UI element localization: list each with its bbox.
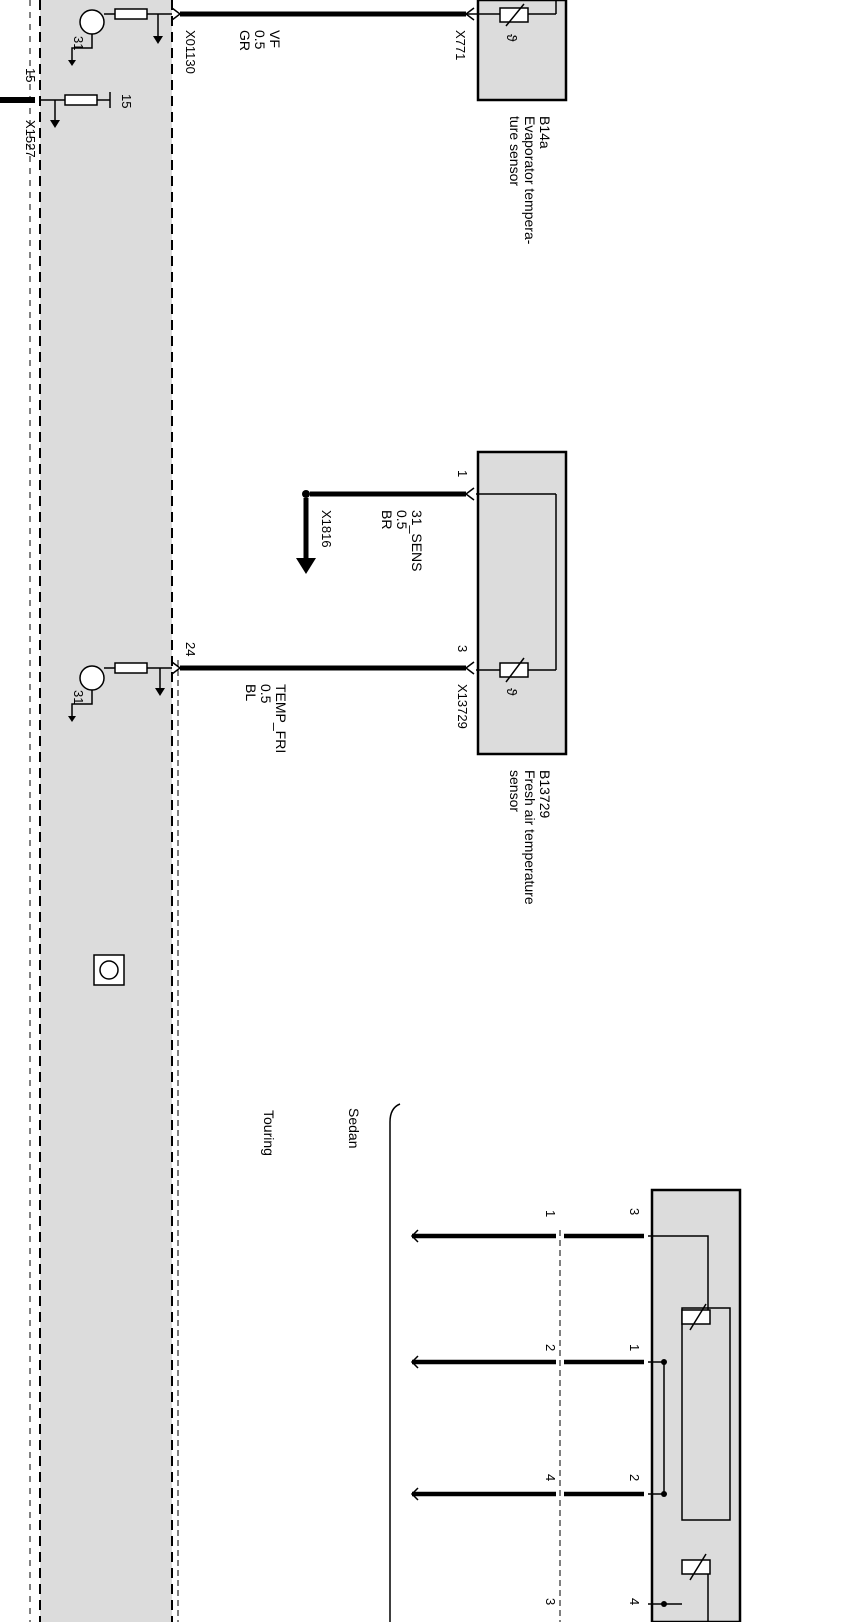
b14a-theta: ϑ bbox=[504, 34, 520, 42]
b13729-desc-2: sensor bbox=[507, 770, 523, 812]
b13729-thermistor bbox=[499, 662, 529, 678]
bottom-pin-upper-4: 4 bbox=[627, 1598, 642, 1605]
x1816-arrow bbox=[296, 558, 316, 574]
top-ground-lead bbox=[71, 34, 93, 60]
pin3-mark bbox=[464, 661, 475, 675]
module-symbol-icon bbox=[93, 954, 125, 986]
b13729-id: B13729 bbox=[537, 770, 553, 818]
variant-touring: Touring bbox=[261, 1110, 277, 1156]
x01130-pin bbox=[171, 7, 182, 21]
module-symbol-inner bbox=[99, 960, 119, 980]
terminal-31-mid-label: 31 bbox=[71, 690, 86, 704]
b13729-desc-1: Fresh air temperature bbox=[522, 770, 538, 905]
b14a-desc-2: ture sensor bbox=[507, 116, 523, 186]
bottom-wire-2-end bbox=[410, 1355, 419, 1369]
b13729-box bbox=[476, 450, 568, 756]
bottom-node-3 bbox=[661, 1601, 667, 1607]
vf-size: 0.5 bbox=[252, 30, 268, 50]
bottom-pin-lower-3: 4 bbox=[543, 1474, 558, 1481]
31-sens-signal: 31_SENS bbox=[409, 510, 425, 571]
vf-color: GR bbox=[237, 30, 253, 51]
variant-bracket bbox=[389, 1103, 401, 1622]
31-sens-color: BR bbox=[379, 510, 395, 529]
temp-fri-size: 0.5 bbox=[258, 684, 274, 704]
bottom-loop-pin3 bbox=[648, 1235, 709, 1310]
bottom-wire-3-end bbox=[410, 1487, 419, 1501]
bottom-thermistor-1-slash bbox=[689, 1303, 707, 1331]
pin1-mark bbox=[464, 487, 475, 501]
x1527-label: X1527 bbox=[23, 120, 38, 158]
top-ground-mark bbox=[68, 60, 76, 66]
31-sens-size: 0.5 bbox=[394, 510, 410, 530]
b14a-desc-1: Evaporator tempera- bbox=[522, 116, 538, 245]
pin24-label: 24 bbox=[183, 642, 198, 656]
bottom-loop-pins bbox=[648, 1361, 665, 1495]
bottom-pin-upper-1: 3 bbox=[627, 1208, 642, 1215]
b14a-thermistor bbox=[499, 7, 529, 23]
x771-label: X771 bbox=[453, 30, 468, 60]
variant-sedan: Sedan bbox=[346, 1108, 362, 1148]
mid-ground-mark bbox=[68, 716, 76, 722]
bottom-thermistor-1 bbox=[681, 1309, 711, 1325]
bottom-pin-lower-4: 3 bbox=[543, 1598, 558, 1605]
terminal-15-label: 15 bbox=[23, 68, 38, 82]
bottom-inner-rect bbox=[681, 1307, 731, 1521]
bottom-pin-upper-2: 1 bbox=[627, 1344, 642, 1351]
b14a-thermistor-slash bbox=[505, 3, 525, 27]
mid-ground-lead bbox=[71, 690, 93, 716]
control-module-area bbox=[40, 0, 172, 1622]
terminal-15-res-label: 15 bbox=[119, 94, 134, 108]
bottom-node-2 bbox=[661, 1491, 667, 1497]
bottom-node-1 bbox=[661, 1359, 667, 1365]
pin1-label: 1 bbox=[455, 470, 470, 477]
bottom-pin-upper-3: 2 bbox=[627, 1474, 642, 1481]
terminal-31-top-label: 31 bbox=[71, 36, 86, 50]
pin3-label: 3 bbox=[455, 645, 470, 652]
mid-transistor bbox=[79, 665, 105, 691]
top-arrow bbox=[153, 36, 163, 44]
temp-fri-signal: TEMP_FRI bbox=[273, 684, 289, 753]
top-transistor bbox=[79, 9, 105, 35]
mid-arrow bbox=[155, 688, 165, 696]
bottom-thermistor-2-slash bbox=[689, 1553, 707, 1581]
pin24-mark bbox=[171, 661, 182, 675]
vf-signal: VF bbox=[267, 30, 283, 48]
x13729-label: X13729 bbox=[455, 684, 470, 729]
bottom-thermistor-2 bbox=[681, 1559, 711, 1575]
bottom-pin-lower-1: 1 bbox=[543, 1210, 558, 1217]
top-resistor bbox=[114, 8, 148, 20]
mid-resistor bbox=[114, 662, 148, 674]
bottom-pin-lower-2: 2 bbox=[543, 1344, 558, 1351]
x1816-junction bbox=[302, 490, 310, 498]
terminal-15-arrow bbox=[50, 120, 60, 128]
x01130-label: X01130 bbox=[183, 30, 198, 74]
b14a-id: B14a bbox=[537, 116, 553, 149]
bottom-component-box bbox=[650, 1188, 742, 1622]
terminal-15-resistor bbox=[64, 94, 98, 106]
b13729-thermistor-slash bbox=[505, 657, 525, 683]
bottom-wire-1-end bbox=[410, 1229, 419, 1243]
temp-fri-color: BL bbox=[243, 684, 259, 701]
b13729-theta: ϑ bbox=[504, 688, 520, 696]
x1816-label: X1816 bbox=[319, 510, 334, 548]
